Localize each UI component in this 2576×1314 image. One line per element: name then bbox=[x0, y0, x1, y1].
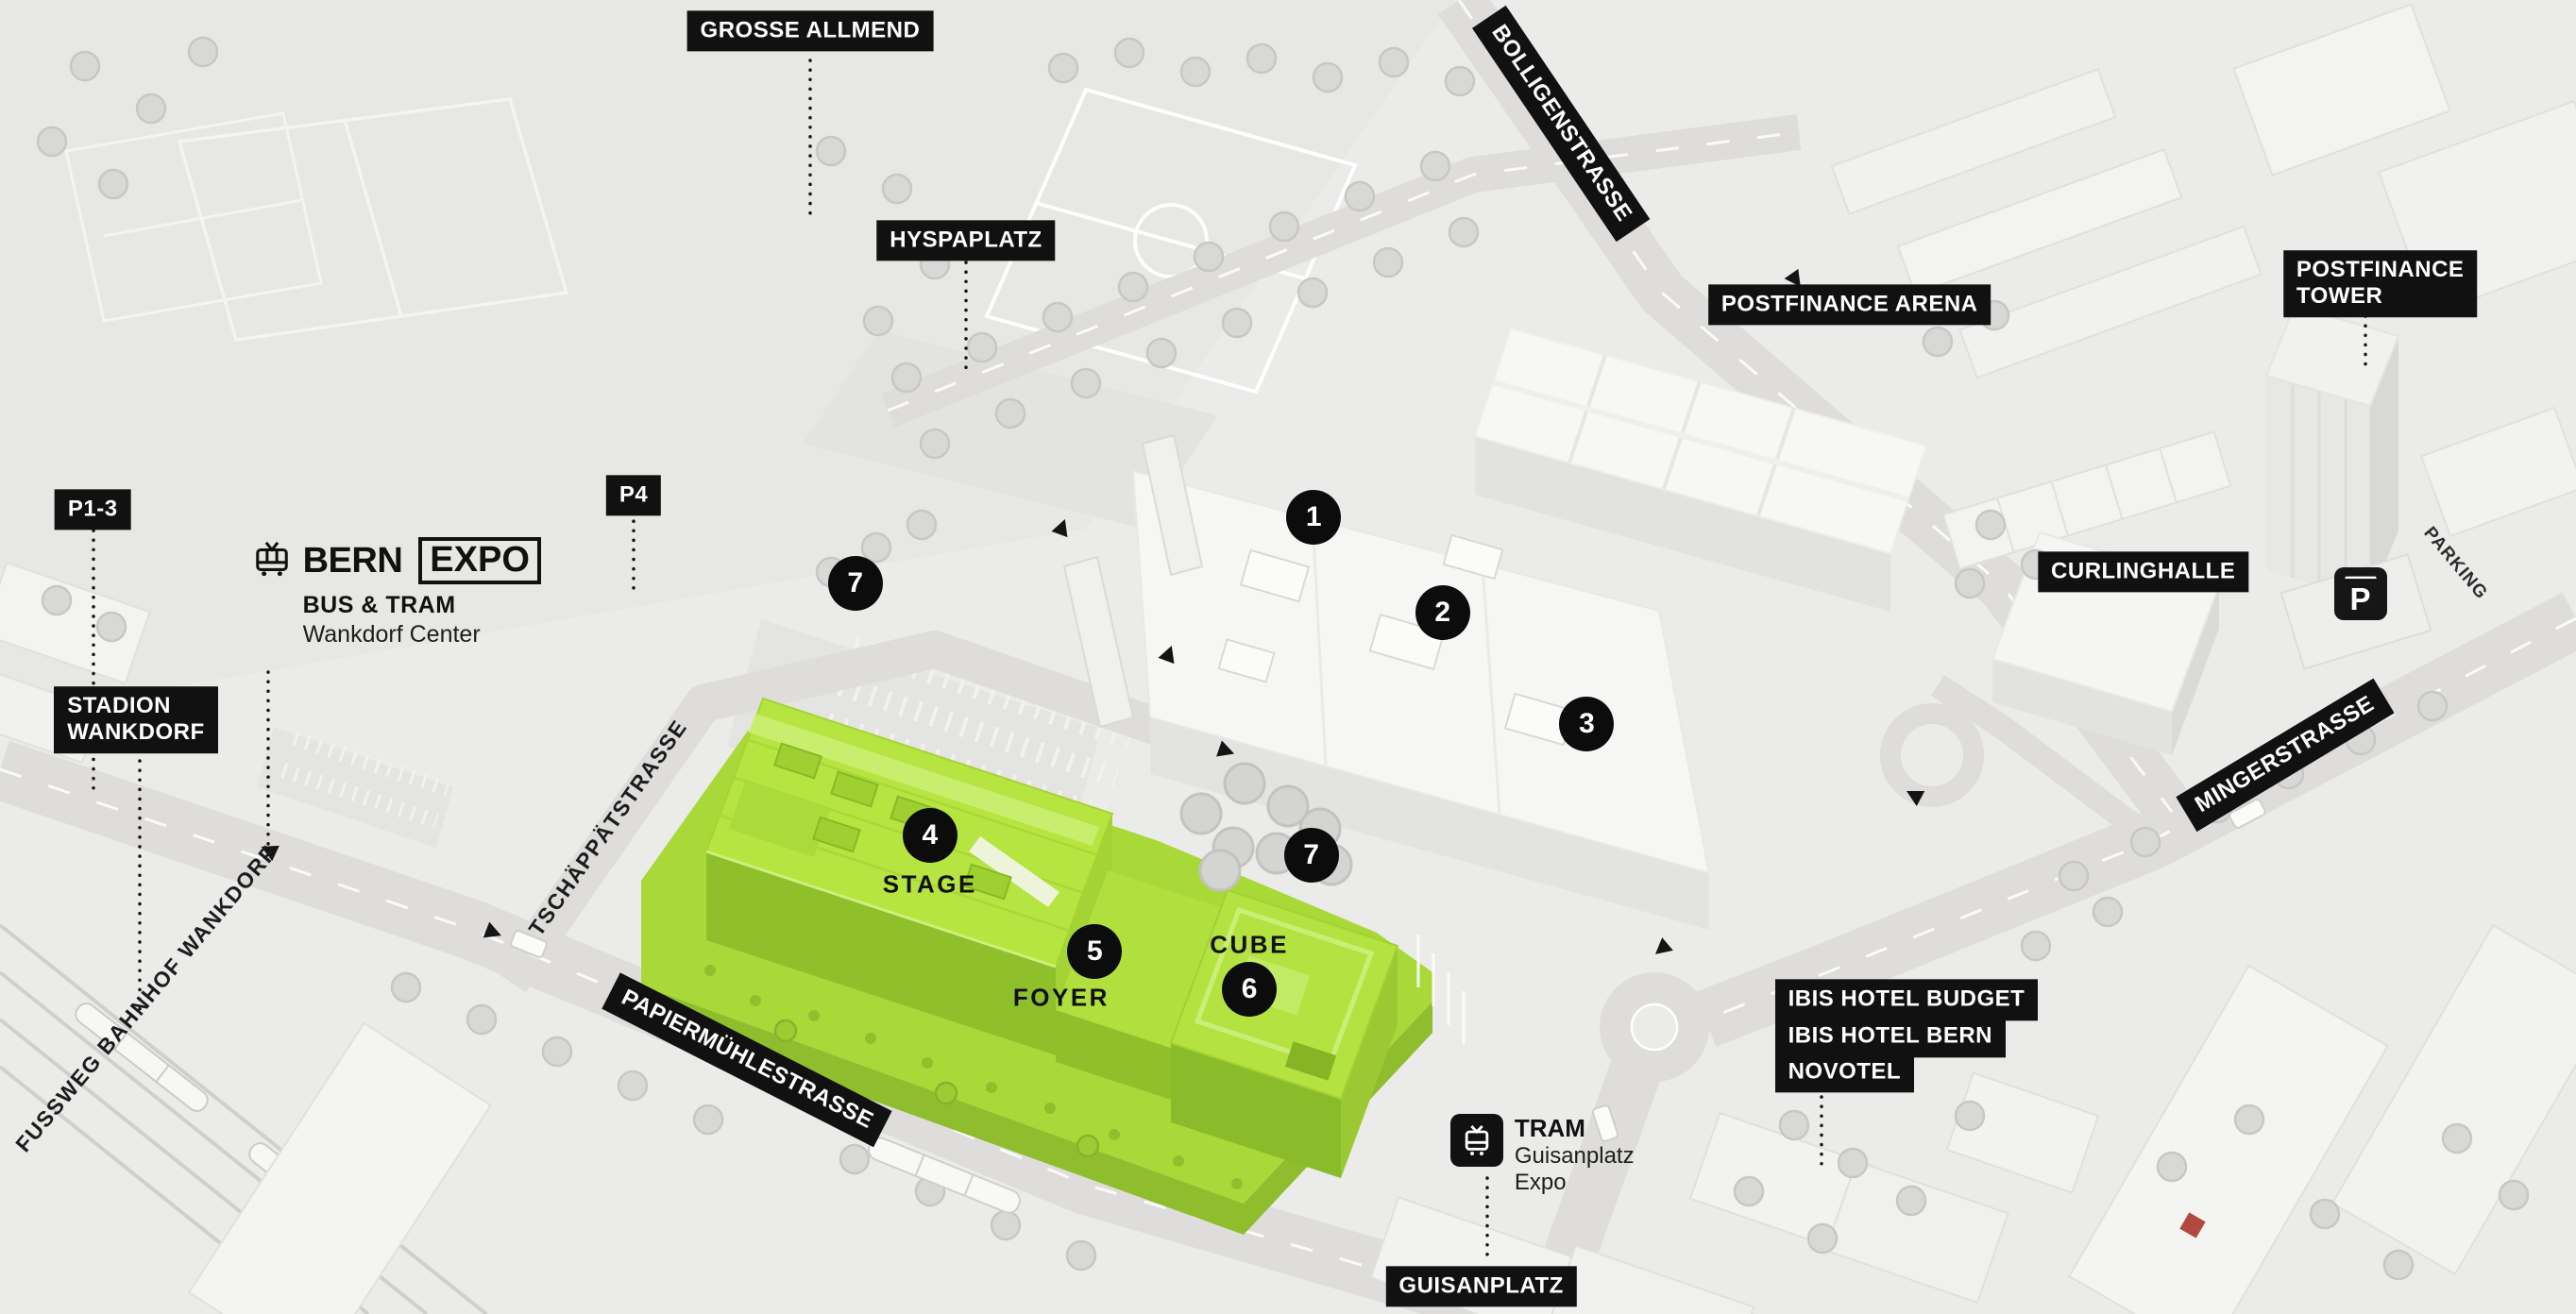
label-line: TOWER bbox=[2296, 283, 2383, 310]
label-hyspaplatz: HYSPAPLATZ bbox=[876, 220, 1056, 261]
marker-3[interactable]: 3 bbox=[1559, 696, 1615, 751]
parking-garage-icon: P bbox=[2333, 567, 2387, 621]
wankdorf-center-label: Wankdorf Center bbox=[302, 621, 481, 649]
label-stage: STAGE bbox=[882, 869, 977, 899]
postfinance-arena-building bbox=[1473, 327, 1928, 612]
marker-4-stage[interactable]: 4 bbox=[902, 808, 958, 864]
label-tschaeppaetstrasse: TSCHÄPPÄTSTRASSE bbox=[523, 715, 692, 941]
marker-5-foyer[interactable]: 5 bbox=[1067, 923, 1123, 979]
parking-letter: P bbox=[2349, 581, 2371, 617]
flag-masts bbox=[1416, 935, 1466, 1044]
label-ibis-hotel-bern: IBIS HOTEL BERN bbox=[1774, 1016, 2006, 1057]
tram-stop-title: TRAM bbox=[1514, 1114, 1585, 1143]
label-mingerstrasse: MINGERSTRASSE bbox=[2176, 679, 2395, 833]
tram-stop-line3: Expo bbox=[1514, 1170, 1567, 1195]
label-p4: P4 bbox=[605, 475, 662, 516]
soccer-field-2 bbox=[177, 97, 569, 342]
exhibition-halls-building bbox=[1062, 433, 1711, 930]
label-line: POSTFINANCE bbox=[2296, 256, 2465, 282]
foyer-building bbox=[1056, 870, 1223, 1100]
label-curlinghalle: CURLINGHALLE bbox=[2038, 550, 2249, 593]
label-cube: CUBE bbox=[1210, 930, 1289, 959]
tram-icon bbox=[250, 540, 294, 582]
label-postfinance-arena: POSTFINANCE ARENA bbox=[1707, 284, 1991, 326]
bernexpo-logo-block: BERN EXPO BUS & TRAM Wankdorf Center bbox=[250, 537, 541, 649]
tram-icon bbox=[1449, 1114, 1503, 1168]
label-postfinance-tower: POSTFINANCE TOWER bbox=[2282, 249, 2478, 318]
bernexpo-wordmark-expo: EXPO bbox=[418, 537, 541, 585]
label-line: STADION bbox=[67, 693, 171, 718]
label-grosse-allmend: GROSSE ALLMEND bbox=[686, 10, 934, 52]
label-papiermuehlestrasse: PAPIERMÜHLESTRASSE bbox=[602, 972, 892, 1149]
label-novotel: NOVOTEL bbox=[1774, 1052, 1915, 1093]
esplanade-dots bbox=[704, 965, 1243, 1189]
label-ibis-hotel-budget: IBIS HOTEL BUDGET bbox=[1774, 979, 2039, 1020]
tram-stop-guisanplatz: TRAM Guisanplatz Expo bbox=[1449, 1114, 1635, 1195]
bernexpo-halls-highlight bbox=[641, 697, 1432, 1235]
label-line: WANKDORF bbox=[67, 719, 205, 746]
marker-7-east[interactable]: 7 bbox=[1283, 828, 1339, 884]
marker-1[interactable]: 1 bbox=[1286, 490, 1342, 546]
vehicles bbox=[510, 799, 2266, 1214]
marker-7-west[interactable]: 7 bbox=[827, 556, 883, 612]
warehouse-building bbox=[1941, 430, 2232, 570]
bernexpo-logo: BERN EXPO bbox=[250, 537, 541, 585]
bus-tram-label: BUS & TRAM bbox=[302, 592, 456, 619]
label-foyer: FOYER bbox=[1012, 983, 1110, 1012]
label-bolligenstrasse: BOLLIGENSTRASSE bbox=[1471, 5, 1651, 243]
tram-stop-line2: Guisanplatz bbox=[1514, 1143, 1635, 1170]
bernexpo-wordmark-bern: BERN bbox=[302, 541, 403, 581]
label-stadion-wankdorf: STADION WANKDORF bbox=[54, 686, 218, 754]
label-guisanplatz: GUISANPLATZ bbox=[1385, 1266, 1577, 1307]
label-fussweg-bahnhof-wankdorf: FUSSWEG BAHNHOF WANKDORF bbox=[10, 840, 282, 1157]
marker-2[interactable]: 2 bbox=[1415, 584, 1470, 640]
label-p1-3: P1-3 bbox=[54, 489, 131, 531]
marker-6-cube[interactable]: 6 bbox=[1222, 962, 1278, 1018]
entrance-ramp bbox=[1062, 555, 1135, 729]
label-parking: PARKING bbox=[2419, 523, 2492, 604]
